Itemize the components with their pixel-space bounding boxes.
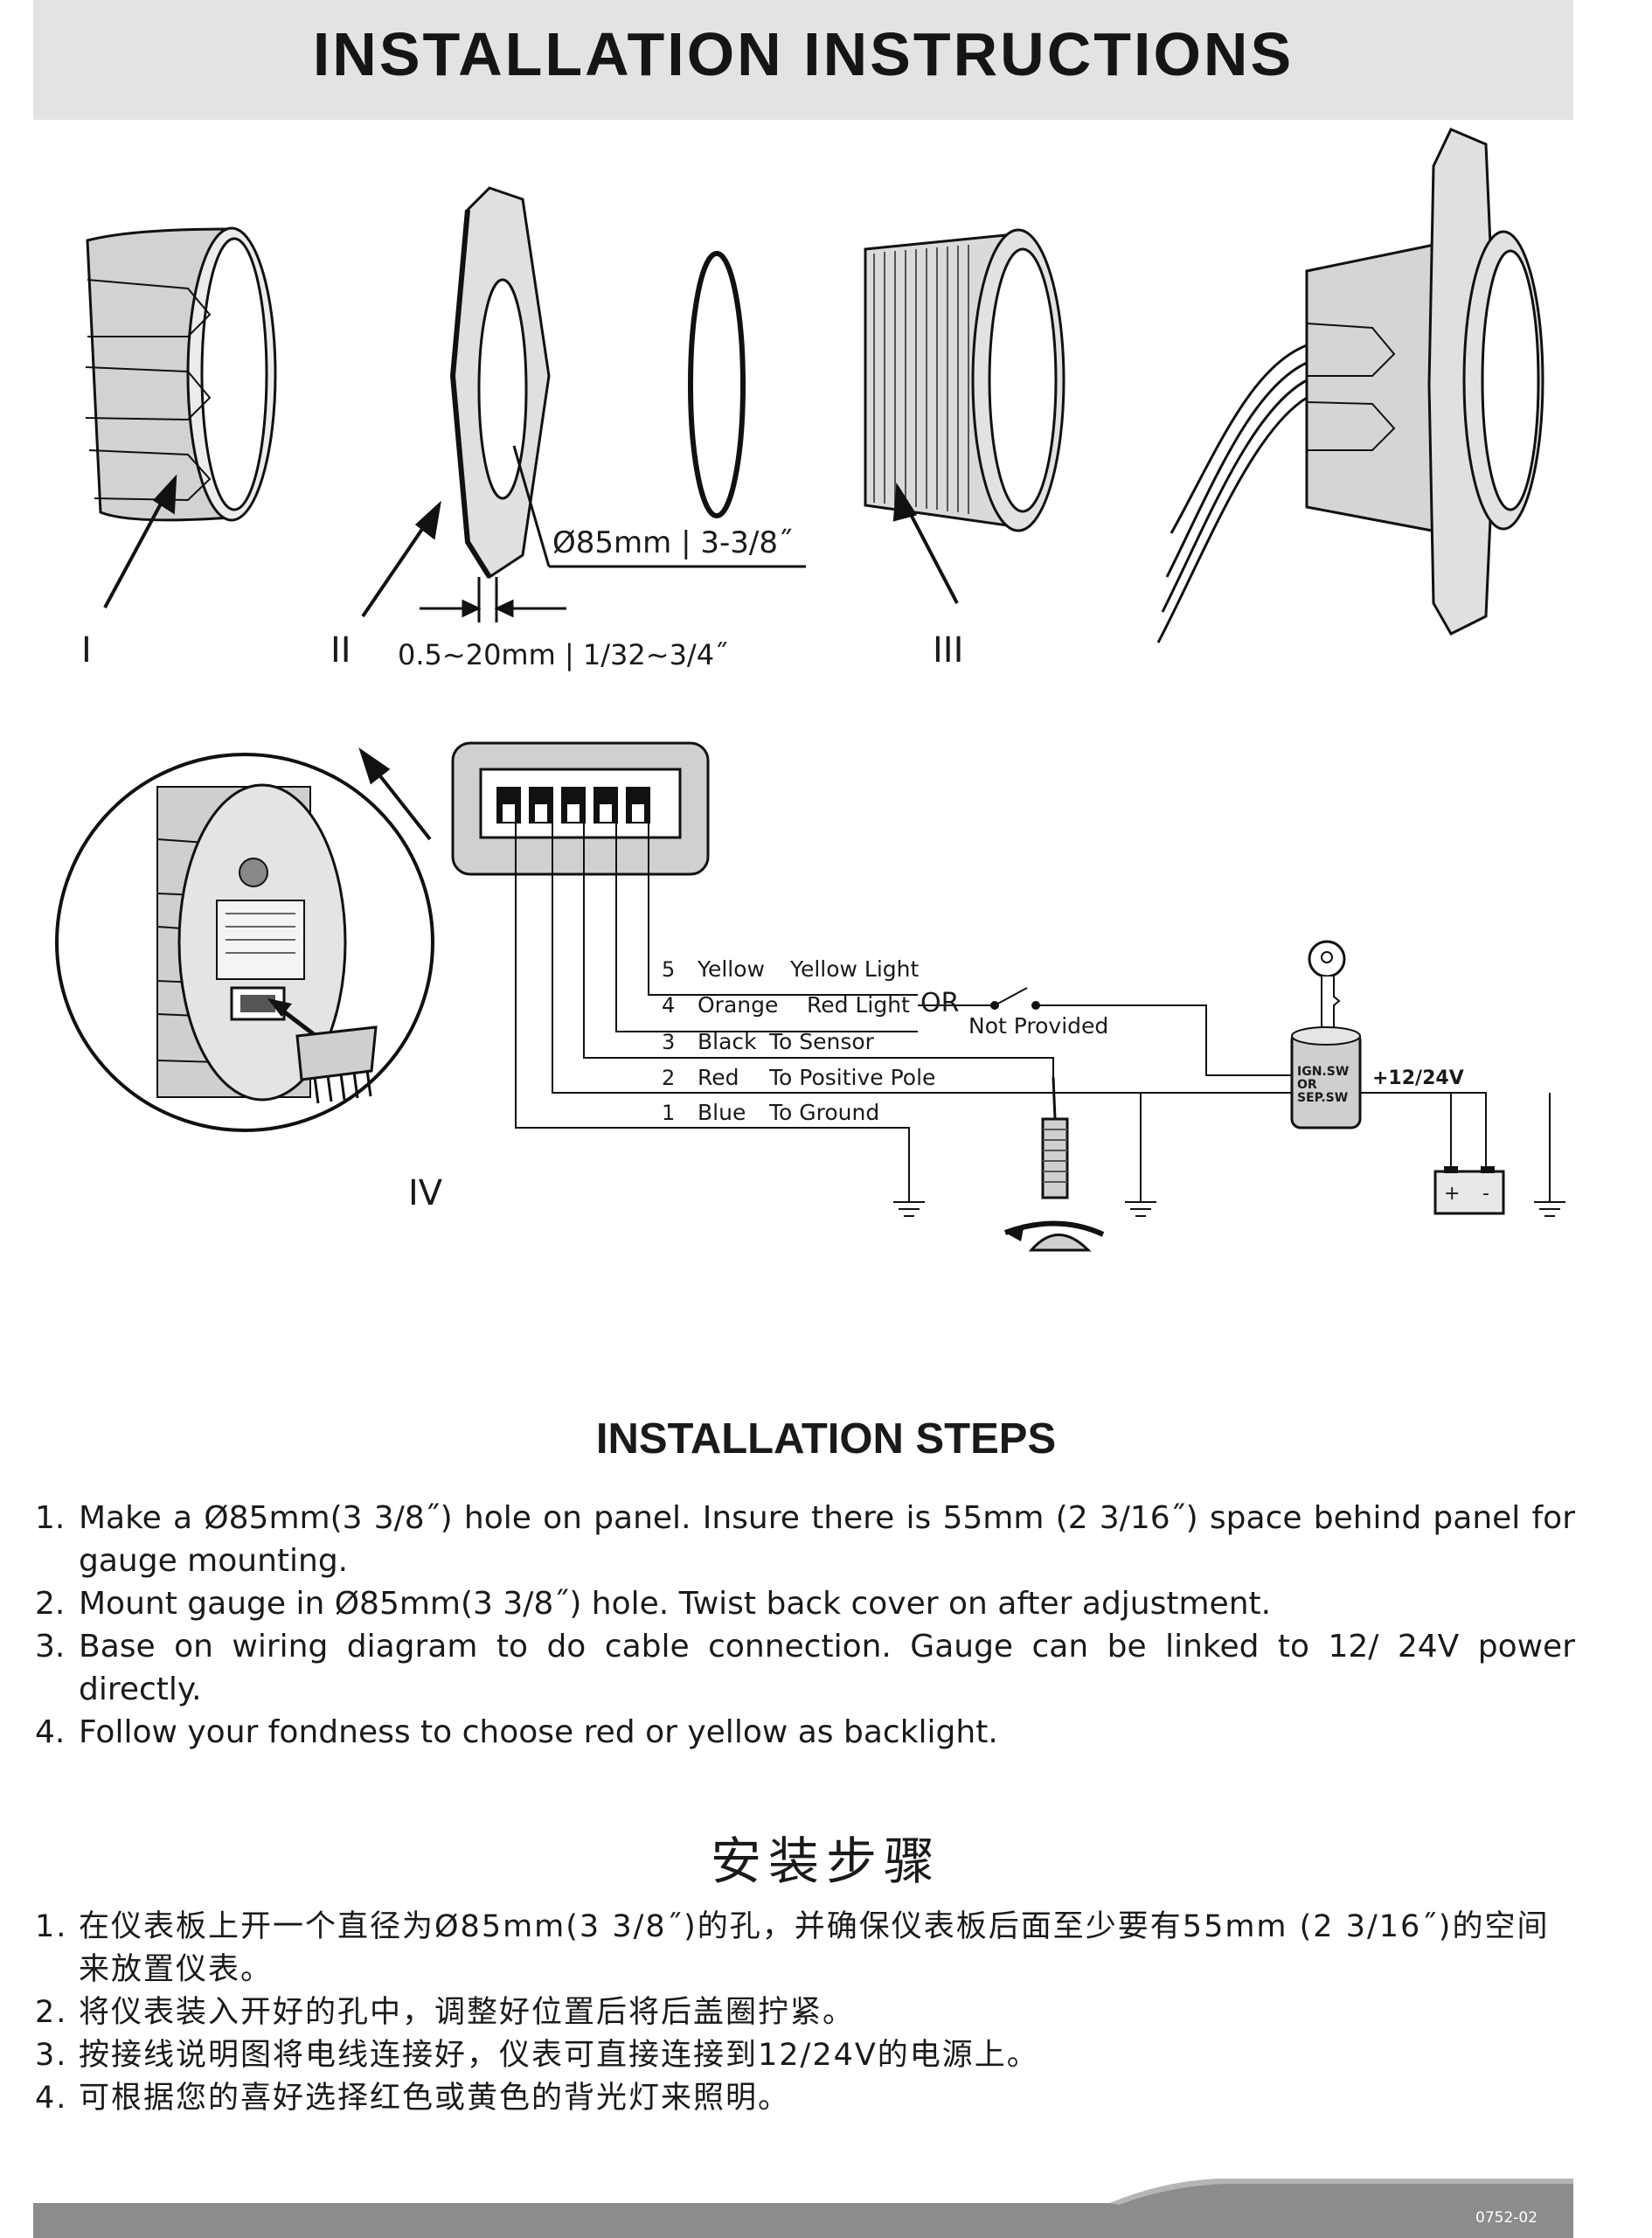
step-number: 3. [35, 1629, 66, 1665]
step-number: 1. [35, 1909, 68, 1944]
wire-4-function: Red Light [807, 992, 910, 1018]
list-item: 3. Base on wiring diagram to do cable con… [35, 1625, 1575, 1711]
thickness-dimension [420, 577, 566, 622]
document-code: 0752-02 [1475, 2209, 1538, 2227]
threaded-body-drawing [864, 228, 1065, 532]
wire-2-color: Red [698, 1065, 739, 1090]
not-provided-label: Not Provided [968, 1013, 1108, 1039]
list-item: 1. Make a Ø85mm(3 3/8˝) hole on panel. In… [35, 1497, 1575, 1582]
wire-3-function: To Sensor [768, 1029, 875, 1054]
back-cover-ring-drawing [85, 226, 277, 522]
panel-drawing [449, 186, 551, 580]
part-label-iii: III [933, 630, 963, 671]
list-item: 1. 在仪表板上开一个直径为Ø85mm(3 3/8˝)的孔，并确保仪表板后面至少要… [35, 1906, 1575, 1991]
ground-symbols [893, 1201, 1565, 1217]
hole-diameter-label: Ø85mm | 3-3/8˝ [552, 525, 793, 560]
chinese-steps-title: 安装步骤 [710, 1831, 941, 1891]
gauge-back-detail-drawing [55, 753, 434, 1132]
step-number: 1. [35, 1500, 66, 1536]
step-text: Base on wiring diagram to do cable conne… [79, 1629, 1575, 1707]
step-text: 将仪表装入开好的孔中，调整好位置后将后盖圈拧紧。 [79, 1995, 856, 2030]
ignition-switch-drawing [1290, 940, 1362, 1129]
wire-4-color: Orange [698, 992, 778, 1018]
connector-drawing [451, 741, 710, 876]
list-item: 3. 按接线说明图将电线连接好，仪表可直接连接到12/24V的电源上。 [35, 2034, 1575, 2077]
page-title: INSTALLATION INSTRUCTIONS [312, 20, 1295, 88]
wire-5-num: 5 [662, 957, 675, 982]
wire-1-function: To Ground [768, 1100, 879, 1125]
step-number: 3. [35, 2038, 68, 2073]
hole-diameter-leader [512, 445, 806, 568]
installation-diagram: Ø85mm | 3-3/8˝ 0.5~20mm | 1/32~3/4˝ I II… [55, 128, 1565, 1252]
step-text: Follow your fondness to choose red or ye… [79, 1714, 998, 1750]
part-label-iv: IV [408, 1173, 443, 1213]
part-label-ii: II [330, 630, 351, 671]
part-label-i: I [81, 630, 92, 671]
list-item: 4. Follow your fondness to choose red or … [35, 1711, 1575, 1754]
switch-contact-right [1031, 1001, 1040, 1010]
installation-steps-list: 1. Make a Ø85mm(3 3/8˝) hole on panel. In… [35, 1497, 1575, 1754]
step-number: 4. [35, 2081, 68, 2116]
step-text: Make a Ø85mm(3 3/8˝) hole on panel. Insu… [79, 1500, 1575, 1579]
step-number: 2. [35, 1995, 68, 2030]
wire-5-function: Yellow Light [789, 956, 920, 982]
wire-1-num: 1 [662, 1101, 675, 1125]
chinese-steps-list: 1. 在仪表板上开一个直径为Ø85mm(3 3/8˝)的孔，并确保仪表板后面至少要… [35, 1906, 1575, 2120]
wire-3-num: 3 [662, 1030, 675, 1054]
header-band [33, 0, 1573, 120]
step-text: 在仪表板上开一个直径为Ø85mm(3 3/8˝)的孔，并确保仪表板后面至少要有5… [79, 1909, 1550, 1987]
voltage-label: +12/24V [1372, 1067, 1464, 1089]
battery-drawing [1433, 1166, 1505, 1215]
part-arrows [103, 474, 959, 841]
wire-5-color: Yellow [697, 956, 765, 982]
wire-3-color: Black [698, 1029, 757, 1054]
or-label: OR [920, 988, 959, 1018]
list-item: 2. 将仪表装入开好的孔中，调整好位置后将后盖圈拧紧。 [35, 1991, 1575, 2034]
wire-legend: 5 Yellow Yellow Light 4 Orange Red Light… [662, 956, 935, 1125]
wiring-lines [515, 822, 1551, 1202]
step-number: 2. [35, 1586, 66, 1622]
installation-steps-title: INSTALLATION STEPS [595, 1415, 1057, 1463]
step-text: 按接线说明图将电线连接好，仪表可直接连接到12/24V的电源上。 [79, 2038, 1039, 2073]
switch-contact-left [990, 1001, 999, 1010]
switch-label-line-1: IGN.SW [1297, 1065, 1349, 1079]
step-text: 可根据您的喜好选择红色或黄色的背光灯来照明。 [79, 2081, 791, 2116]
sensor-drawing [1003, 1076, 1105, 1252]
wire-2-num: 2 [662, 1066, 675, 1090]
footer-band [33, 2179, 1573, 2238]
step-text: Mount gauge in Ø85mm(3 3/8˝) hole. Twist… [79, 1586, 1272, 1622]
wire-4-num: 4 [662, 993, 675, 1018]
list-item: 2. Mount gauge in Ø85mm(3 3/8˝) hole. Twi… [35, 1582, 1575, 1625]
panel-thickness-label: 0.5~20mm | 1/32~3/4˝ [398, 638, 728, 671]
step-number: 4. [35, 1714, 66, 1750]
wire-1-color: Blue [698, 1100, 746, 1125]
switch-label-line-2: OR [1297, 1078, 1317, 1092]
switch-label-line-3: SEP.SW [1297, 1091, 1348, 1105]
battery-plus: + [1444, 1183, 1460, 1205]
wire-2-function: To Positive Pole [768, 1065, 935, 1090]
battery-minus: - [1482, 1183, 1489, 1205]
list-item: 4. 可根据您的喜好选择红色或黄色的背光灯来照明。 [35, 2077, 1575, 2120]
gasket-ring-drawing [688, 251, 746, 518]
assembled-gauge-drawing [1156, 128, 1544, 643]
